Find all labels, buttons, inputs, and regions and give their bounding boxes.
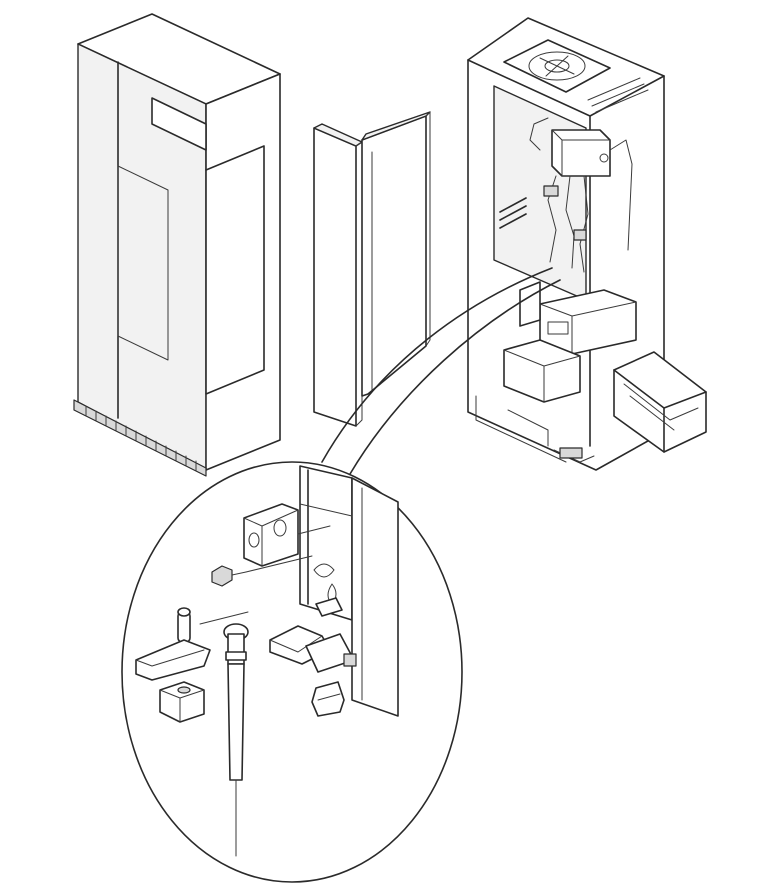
base-vent-stripes — [85, 405, 197, 472]
hinge-pin — [223, 623, 249, 857]
vent-slots — [499, 197, 527, 229]
fan — [503, 39, 611, 93]
callout-leader-lines — [321, 267, 561, 475]
closed-cabinet — [73, 13, 281, 477]
latch-bracket — [269, 597, 357, 717]
mounting-rail — [613, 351, 707, 453]
pin-base-plate — [135, 607, 249, 681]
small-block — [159, 681, 205, 723]
detail-callout — [121, 461, 463, 883]
hinge-bracket — [243, 503, 331, 567]
screw — [211, 555, 313, 587]
door-panels — [313, 111, 431, 427]
open-cabinet — [467, 17, 665, 471]
